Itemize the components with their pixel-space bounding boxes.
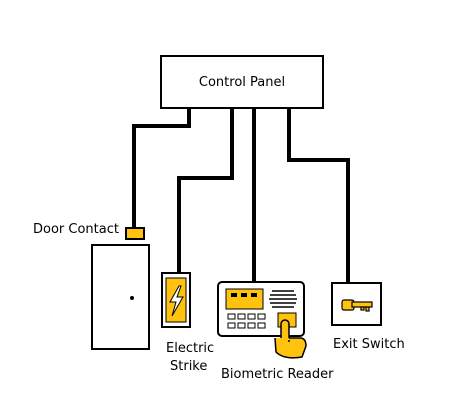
door <box>91 244 150 350</box>
reader-display-screen <box>225 288 264 310</box>
electric-strike-label-line2: Strike <box>170 359 207 374</box>
exit-switch <box>331 282 382 326</box>
control-panel-label: Control Panel <box>199 75 285 90</box>
wire-electric-strike <box>177 106 234 275</box>
door-contact-label: Door Contact <box>33 222 119 237</box>
biometric-reader <box>217 281 307 359</box>
exit-switch-label: Exit Switch <box>333 337 405 352</box>
lightning-bolt-icon <box>169 285 184 317</box>
control-panel: Control Panel <box>160 55 324 109</box>
finger-hand-icon <box>274 319 307 359</box>
electric-strike-label-line1: Electric <box>166 341 214 356</box>
door-knob-icon <box>130 296 134 300</box>
reader-status-dots <box>231 293 257 297</box>
key-icon <box>341 299 373 312</box>
electric-strike <box>161 272 191 328</box>
biometric-reader-label: Biometric Reader <box>221 367 334 382</box>
speaker-grille-icon <box>269 290 297 308</box>
wire-door-contact <box>132 106 191 230</box>
wire-exit-switch <box>287 106 350 285</box>
reader-keypad <box>227 313 266 329</box>
